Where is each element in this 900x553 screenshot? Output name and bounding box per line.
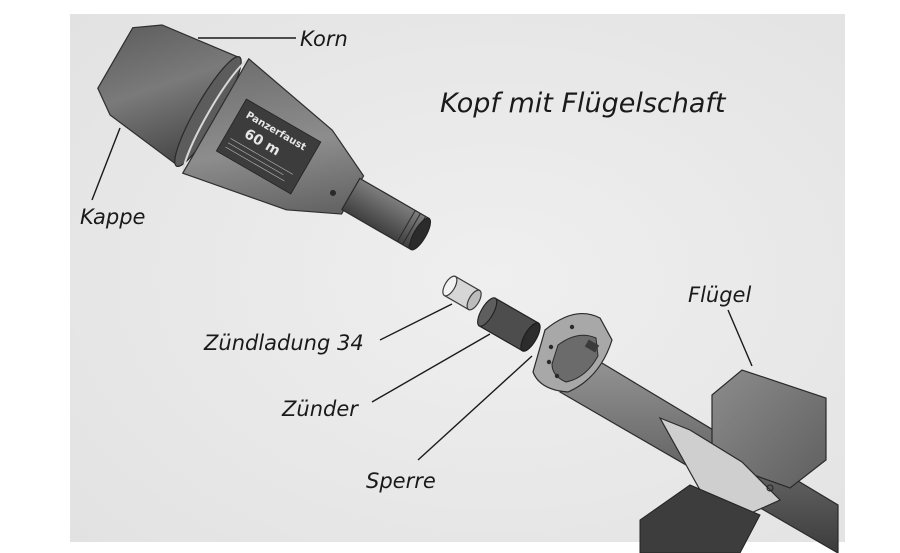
label-zuendladung: Zündladung 34 <box>203 331 364 355</box>
leader-zuender <box>371 333 491 403</box>
tail-shaft <box>532 312 839 553</box>
booster-charge <box>442 275 482 311</box>
fin-bottom <box>639 484 761 553</box>
label-korn: Korn <box>300 27 348 51</box>
neck-opening <box>409 217 432 251</box>
leader-zuendladung <box>379 303 453 341</box>
warhead-label-plate: Panzerfaust 60 m <box>215 98 322 195</box>
warhead: Panzerfaust 60 m <box>97 24 432 251</box>
fuze <box>477 297 541 352</box>
warhead-screw <box>329 189 336 196</box>
leader-sperre <box>417 355 533 461</box>
leader-lines <box>91 37 753 461</box>
leader-kappe <box>91 127 121 201</box>
collar-holes <box>546 324 575 379</box>
diagram-title: Kopf mit Flügelschaft <box>440 88 727 119</box>
label-fluegel: Flügel <box>688 283 751 307</box>
collar-latch <box>584 339 600 353</box>
label-sperre: Sperre <box>366 469 436 493</box>
fin-rivet <box>766 484 774 492</box>
leader-fluegel <box>727 309 753 367</box>
label-kappe: Kappe <box>80 205 145 229</box>
label-zuender: Zünder <box>281 397 359 421</box>
